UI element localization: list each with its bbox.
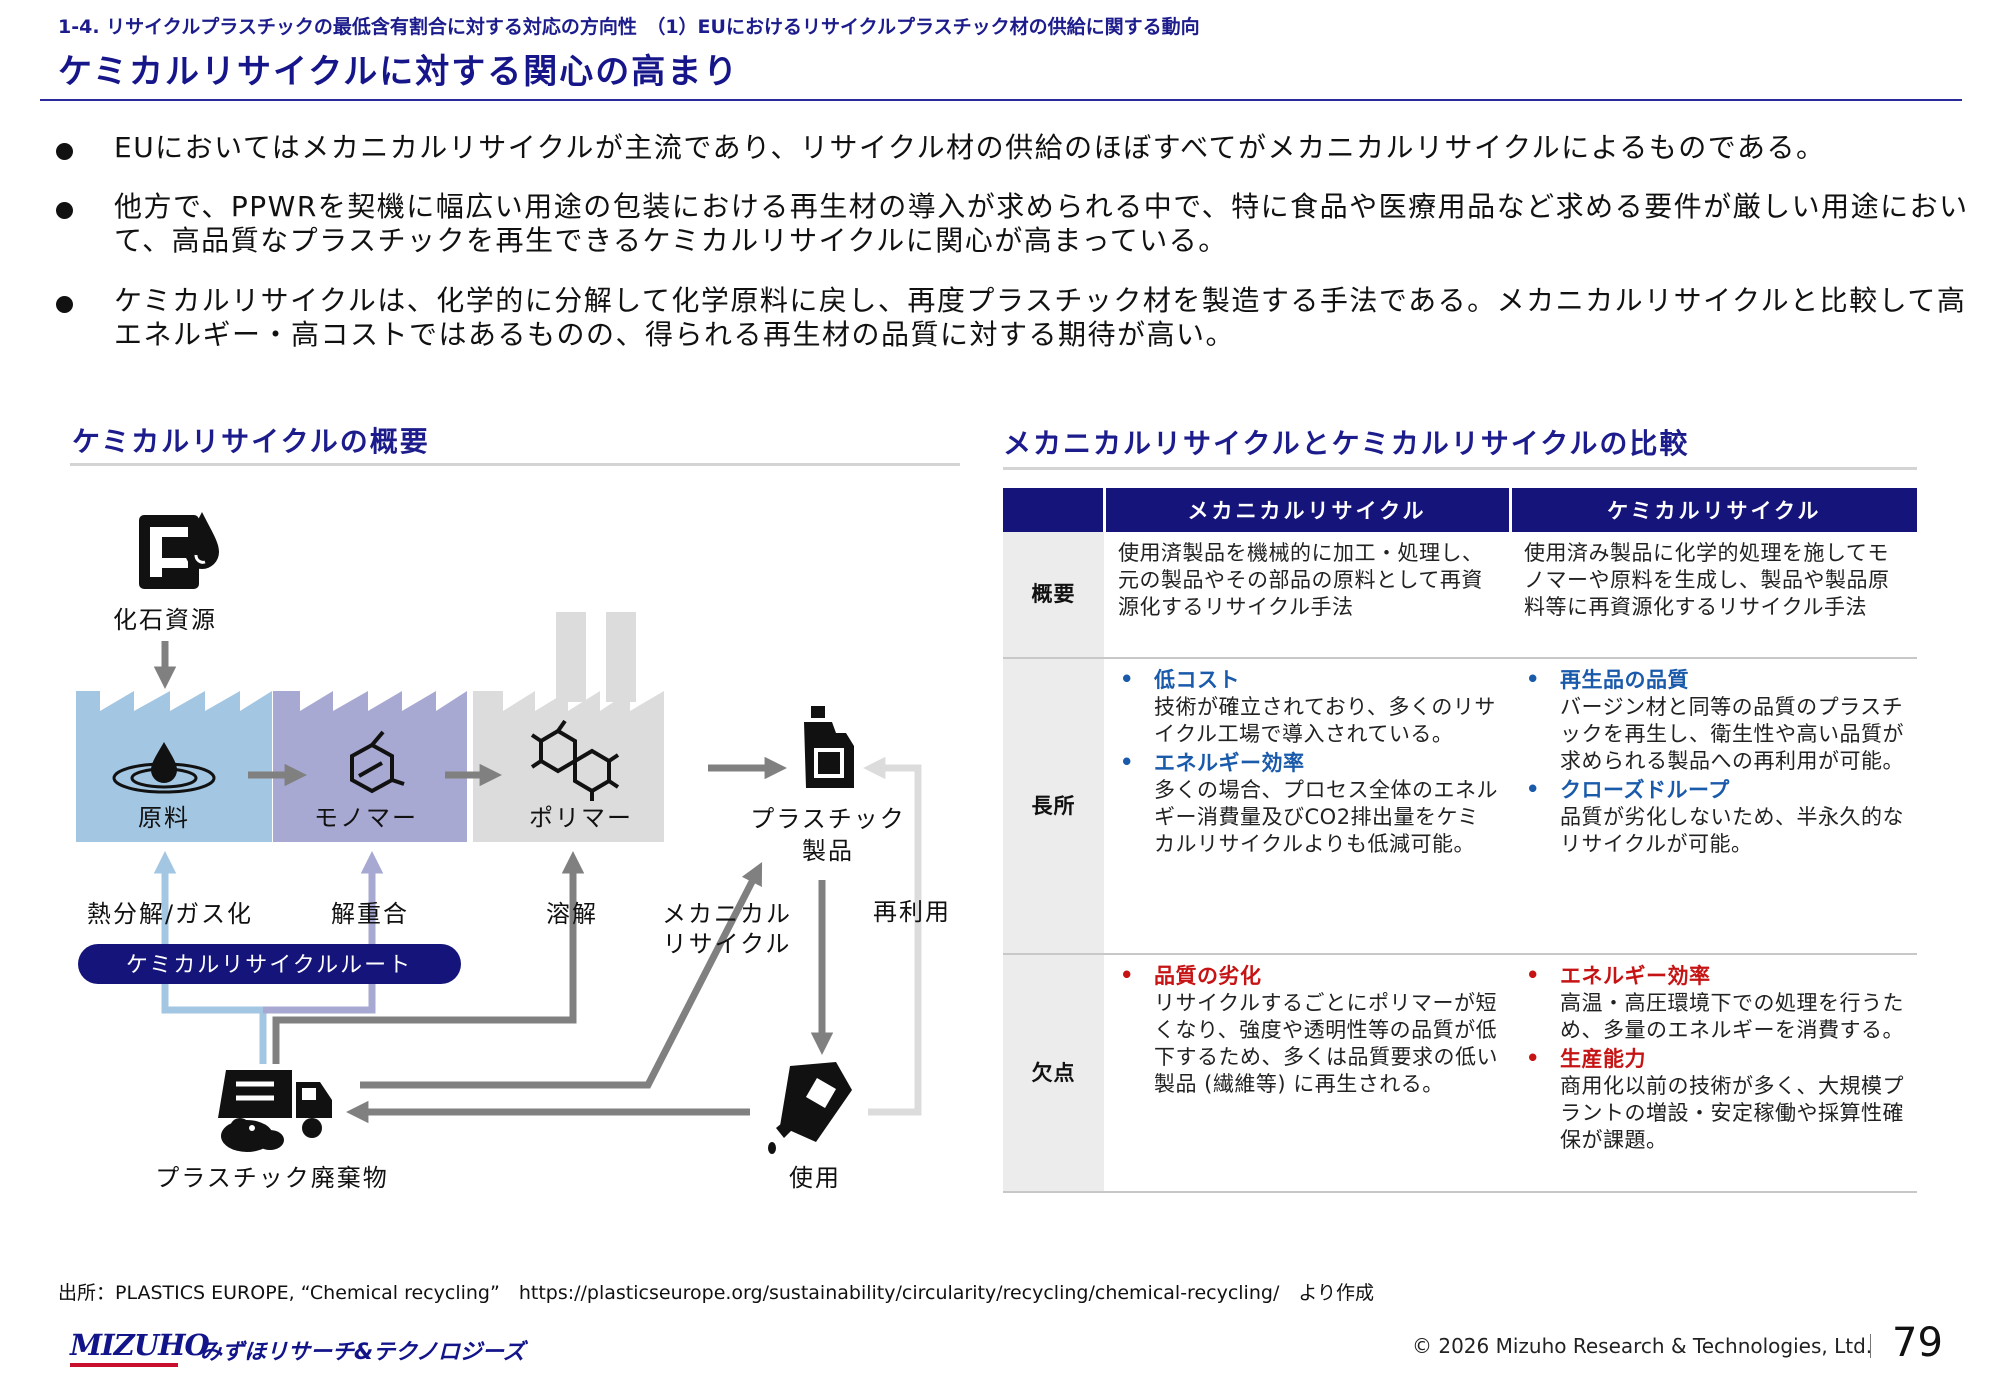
table-row: 長所 • 低コスト 技術が確立されており、多くのリサイクル工場で導入されている。… bbox=[1003, 658, 1917, 955]
bullet-icon: • bbox=[1526, 667, 1540, 691]
column-header-chemical: ケミカルリサイクル bbox=[1508, 488, 1917, 532]
demerit-body: リサイクルするごとにポリマーが短くなり、強度や透明性等の品質が低下するため、多く… bbox=[1154, 991, 1498, 1096]
raw-material-label: 原料 bbox=[138, 804, 190, 832]
reuse-label: 再利用 bbox=[873, 898, 951, 926]
polymer-molecule-icon bbox=[530, 719, 620, 801]
copyright: © 2026 Mizuho Research & Technologies, L… bbox=[1412, 1334, 1873, 1358]
bullet-text: EUにおいてはメカニカルリサイクルが主流であり、リサイクル材の供給のほぼすべてが… bbox=[114, 131, 1826, 164]
bullet-icon: • bbox=[1526, 777, 1540, 801]
diagram-heading-rule bbox=[70, 463, 960, 466]
merit-body: バージン材と同等の品質のプラスチックを再生し、衛生性や高い品質が求められる製品へ… bbox=[1560, 695, 1904, 773]
overview-chemical: 使用済み製品に化学的処理を施してモノマーや原料を生成し、製品や製品原料等に再資源… bbox=[1510, 532, 1917, 659]
source-text: PLASTICS EUROPE, “Chemical recycling” ht… bbox=[115, 1282, 1299, 1304]
merit-title: クローズドループ bbox=[1560, 778, 1730, 802]
mizuho-logo: MIZUHO bbox=[70, 1328, 210, 1362]
garbage-truck-icon bbox=[218, 1070, 332, 1152]
company-name-ja: みずほリサーチ&テクノロジーズ bbox=[200, 1340, 525, 1365]
polymer-label: ポリマー bbox=[529, 804, 633, 832]
bullet-dot-icon bbox=[56, 296, 73, 313]
bullet-icon: • bbox=[1120, 963, 1134, 987]
product-label-line1: プラスチック bbox=[750, 805, 906, 833]
overview-mechanical: 使用済製品を機械的に加工・処理し、元の製品やその部品の原料として再資源化するリサ… bbox=[1104, 532, 1510, 659]
table-row: 概要 使用済製品を機械的に加工・処理し、元の製品やその部品の原料として再資源化す… bbox=[1003, 532, 1917, 659]
list-item: • 生産能力 商用化以前の技術が多く、大規模プラントの増設・安定稼働や採算性確保… bbox=[1524, 1046, 1907, 1154]
bullet-icon: • bbox=[1120, 667, 1134, 691]
chemical-recycling-diagram: 化石資源 原料 モノマー ポリマー bbox=[76, 512, 951, 1192]
mechanical-label-line1: メカニカル bbox=[662, 900, 792, 928]
pyrolysis-label: 熱分解/ガス化 bbox=[87, 900, 253, 928]
merit-title: 低コスト bbox=[1154, 668, 1240, 692]
bullet-icon: • bbox=[1526, 963, 1540, 987]
reuse-loop-arrow bbox=[863, 756, 922, 1116]
source-suffix: より作成 bbox=[1298, 1282, 1374, 1304]
merits-chemical: • 再生品の品質 バージン材と同等の品質のプラスチックを再生し、衛生性や高い品質… bbox=[1510, 658, 1917, 955]
depolymerization-label: 解重合 bbox=[331, 900, 409, 928]
list-item: • エネルギー効率 高温・高圧環境下での処理を行うため、多量のエネルギーを消費す… bbox=[1524, 963, 1907, 1044]
merit-body: 品質が劣化しないため、半永久的なリサイクルが可能。 bbox=[1560, 805, 1904, 856]
demerits-mechanical: • 品質の劣化 リサイクルするごとにポリマーが短くなり、強度や透明性等の品質が低… bbox=[1104, 954, 1510, 1193]
plastic-waste-label: プラスチック廃棄物 bbox=[155, 1164, 389, 1192]
comparison-heading: メカニカルリサイクルとケミカルリサイクルの比較 bbox=[1003, 427, 1690, 460]
page-number: 79 bbox=[1892, 1320, 1943, 1366]
row-label-merits: 長所 bbox=[1003, 658, 1104, 955]
arrow-waste-to-raw bbox=[153, 851, 267, 1064]
merit-body: 技術が確立されており、多くのリサイクル工場で導入されている。 bbox=[1154, 695, 1496, 746]
table-header-row: メカニカルリサイクル ケミカルリサイクル bbox=[1003, 488, 1917, 532]
oil-drop-icon bbox=[112, 742, 216, 794]
arrow-waste-to-product-mechanical bbox=[360, 862, 763, 1089]
monomer-molecule-icon bbox=[350, 730, 405, 794]
list-item: • 低コスト 技術が確立されており、多くのリサイクル工場で導入されている。 bbox=[1118, 667, 1500, 748]
merits-mechanical: • 低コスト 技術が確立されており、多くのリサイクル工場で導入されている。 • … bbox=[1104, 658, 1510, 955]
demerit-body: 高温・高圧環境下での処理を行うため、多量のエネルギーを消費する。 bbox=[1560, 991, 1904, 1042]
fossil-fuel-icon bbox=[139, 512, 219, 589]
bullet-icon: • bbox=[1120, 750, 1134, 774]
row-label-demerits: 欠点 bbox=[1003, 954, 1104, 1193]
demerits-chemical: • エネルギー効率 高温・高圧環境下での処理を行うため、多量のエネルギーを消費す… bbox=[1510, 954, 1917, 1193]
source-note: 出所：PLASTICS EUROPE, “Chemical recycling”… bbox=[58, 1278, 1374, 1305]
table-corner-cell bbox=[1003, 488, 1104, 532]
list-item: • 再生品の品質 バージン材と同等の品質のプラスチックを再生し、衛生性や高い品質… bbox=[1524, 667, 1907, 775]
row-label-overview: 概要 bbox=[1003, 532, 1104, 659]
chemical-route-label: ケミカルリサイクルルート bbox=[126, 953, 412, 978]
diagram-heading: ケミカルリサイクルの概要 bbox=[72, 425, 430, 458]
mechanical-label-line2: リサイクル bbox=[663, 930, 792, 958]
plastic-bottle-icon bbox=[804, 706, 854, 788]
demerit-body: 商用化以前の技術が多く、大規模プラントの増設・安定稼働や採算性確保が課題。 bbox=[1560, 1074, 1904, 1152]
bullet-icon: • bbox=[1526, 1046, 1540, 1070]
bullet-text: 他方で、PPWRを契機に幅広い用途の包装における再生材の導入が求められる中で、特… bbox=[114, 190, 1969, 257]
product-label-line2: 製品 bbox=[802, 837, 854, 865]
demerit-title: 生産能力 bbox=[1560, 1047, 1646, 1071]
fossil-resource-label: 化石資源 bbox=[113, 606, 217, 634]
column-header-mechanical: メカニカルリサイクル bbox=[1102, 488, 1510, 532]
bullet-text: ケミカルリサイクルは、化学的に分解して化学原料に戻し、再度プラスチック材を製造す… bbox=[114, 284, 1967, 351]
dissolution-label: 溶解 bbox=[546, 900, 598, 928]
bullet-dot-icon bbox=[56, 143, 73, 160]
page-title: ケミカルリサイクルに対する関心の高まり bbox=[58, 52, 740, 92]
monomer-factory bbox=[273, 691, 467, 842]
demerit-title: 品質の劣化 bbox=[1154, 964, 1262, 988]
merit-title: エネルギー効率 bbox=[1154, 751, 1305, 775]
table-row: 欠点 • 品質の劣化 リサイクルするごとにポリマーが短くなり、強度や透明性等の品… bbox=[1003, 954, 1917, 1193]
page-number-separator bbox=[1870, 1334, 1871, 1358]
bullet-dot-icon bbox=[56, 202, 73, 219]
source-label: 出所： bbox=[58, 1282, 116, 1304]
merit-title: 再生品の品質 bbox=[1560, 668, 1689, 692]
monomer-label: モノマー bbox=[314, 804, 418, 832]
list-item: • クローズドループ 品質が劣化しないため、半永久的なリサイクルが可能。 bbox=[1524, 777, 1907, 858]
title-divider bbox=[40, 99, 1962, 101]
pouring-bottle-icon bbox=[768, 1062, 852, 1154]
list-item: • 品質の劣化 リサイクルするごとにポリマーが短くなり、強度や透明性等の品質が低… bbox=[1118, 963, 1500, 1098]
comparison-heading-rule bbox=[1003, 467, 1917, 470]
comparison-table: メカニカルリサイクル ケミカルリサイクル 概要 使用済製品を機械的に加工・処理し… bbox=[1003, 488, 1917, 1193]
mizuho-logo-underline bbox=[70, 1363, 178, 1367]
list-item: • エネルギー効率 多くの場合、プロセス全体のエネルギー消費量及びCO2排出量を… bbox=[1118, 750, 1500, 858]
arrow-waste-to-polymer bbox=[272, 851, 585, 1064]
breadcrumb: 1-4. リサイクルプラスチックの最低含有割合に対する対応の方向性 （1）EUに… bbox=[58, 16, 1200, 38]
demerit-title: エネルギー効率 bbox=[1560, 964, 1711, 988]
merit-body: 多くの場合、プロセス全体のエネルギー消費量及びCO2排出量をケミカルリサイクルよ… bbox=[1154, 778, 1498, 856]
use-label: 使用 bbox=[789, 1164, 841, 1192]
chemical-route-badge bbox=[78, 944, 461, 984]
arrow-waste-to-monomer bbox=[263, 851, 384, 1014]
